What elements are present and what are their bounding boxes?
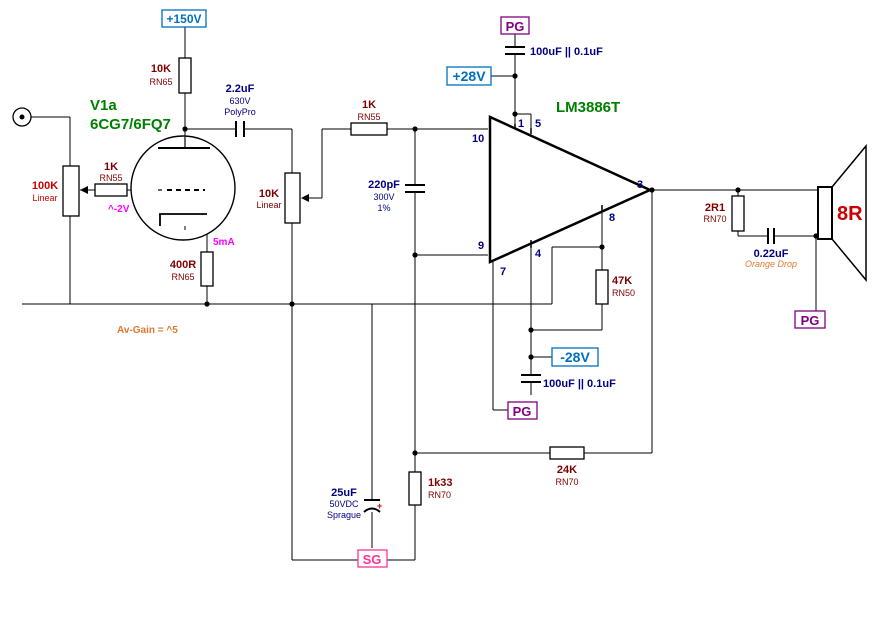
ground-resistor	[408, 471, 422, 506]
ic-name: LM3886T	[556, 99, 620, 116]
junction	[412, 126, 418, 132]
mute-resistor-type: RN50	[612, 288, 635, 298]
sg-label: SG	[363, 552, 382, 567]
ground-cap-type: Sprague	[327, 510, 361, 520]
rail-plus28-box	[446, 66, 492, 86]
coupling-cap-type: PolyPro	[224, 107, 256, 117]
input-cap-value: 220pF	[368, 179, 400, 191]
input-cap-tolerance: 1%	[377, 203, 390, 213]
pin-9: 9	[478, 240, 484, 252]
pg-label-top: PG	[506, 19, 525, 34]
input-resistor	[350, 122, 388, 136]
pin-4: 4	[535, 248, 542, 260]
grid-voltage: ^-2V	[108, 204, 130, 215]
junction	[182, 126, 188, 132]
ground-cap-rating: 50VDC	[329, 499, 359, 509]
input-pot-taper: Linear	[32, 193, 57, 203]
tube-type: 6CG7/6FQ7	[90, 116, 171, 133]
junction	[528, 327, 534, 333]
plate-resistor-value: 10K	[151, 63, 171, 75]
grid-resistor-value: 1K	[104, 161, 118, 173]
junction	[512, 73, 518, 79]
coupling-cap-rating: 630V	[229, 96, 250, 106]
supply-cap-bottom-value: 100uF || 0.1uF	[543, 378, 616, 390]
pg-box-top	[500, 16, 530, 35]
junction	[599, 244, 605, 250]
zobel-cap-value: 0.22uF	[754, 248, 789, 260]
cathode-current: 5mA	[213, 237, 235, 248]
speaker-label: 8R	[837, 203, 863, 225]
lm3886-amplifier-icon	[488, 115, 654, 264]
ground-electrolytic-capacitor	[363, 499, 381, 513]
rail-plus150-label: +150V	[166, 12, 201, 26]
pin-1: 1	[518, 118, 524, 130]
feedback-resistor-value: 24K	[557, 464, 577, 476]
input-pot	[62, 165, 88, 217]
feedback-resistor-type: RN70	[555, 477, 578, 487]
volume-pot	[284, 172, 309, 224]
plate-resistor	[178, 57, 192, 94]
pin-5: 5	[535, 118, 541, 130]
coupling-cap-value: 2.2uF	[226, 83, 255, 95]
pg-box-bottom	[507, 401, 538, 420]
plate-resistor-type: RN65	[149, 77, 172, 87]
mute-resistor-value: 47K	[612, 275, 632, 287]
pin-3: 3	[637, 179, 643, 191]
input-filter-capacitor	[405, 184, 425, 193]
pg-box-speaker	[794, 310, 826, 329]
supply-capacitor-top	[505, 46, 525, 55]
input-pot-value: 100K	[32, 180, 58, 192]
input-cap-rating: 300V	[373, 192, 394, 202]
ground-cap-value: 25uF	[331, 487, 357, 499]
pin-7: 7	[500, 266, 506, 278]
mute-resistor	[595, 269, 609, 305]
sg-box	[357, 549, 388, 568]
cathode-resistor	[200, 251, 214, 287]
cathode-resistor-value: 400R	[170, 259, 196, 271]
junction	[289, 301, 295, 307]
gain-note: Av-Gain = ^5	[117, 325, 178, 336]
rail-plus28-label: +28V	[452, 68, 486, 84]
grid-resistor-type: RN55	[99, 173, 122, 183]
vacuum-tube-icon	[130, 135, 236, 241]
zobel-resistor-value: 2R1	[705, 202, 725, 214]
volume-pot-value: 10K	[259, 188, 279, 200]
rail-plus150-box	[161, 9, 207, 28]
junction	[204, 301, 210, 307]
rail-minus28-label: -28V	[560, 349, 590, 365]
feedback-resistor	[549, 446, 585, 460]
volume-pot-taper: Linear	[256, 200, 281, 210]
tube-name: V1a	[90, 97, 117, 114]
junction	[735, 187, 741, 193]
zobel-resistor-type: RN70	[703, 214, 726, 224]
ground-cap-polarity-icon: +	[377, 501, 382, 511]
input-resistor-value: 1K	[362, 99, 376, 111]
ground-resistor-type: RN70	[428, 490, 451, 500]
grid-resistor	[94, 183, 128, 197]
junction	[512, 111, 518, 117]
input-jack-icon	[12, 107, 32, 127]
speaker-icon	[817, 143, 867, 283]
junction	[528, 354, 534, 360]
supply-cap-top-value: 100uF || 0.1uF	[530, 46, 603, 58]
zobel-resistor	[731, 195, 745, 232]
cathode-resistor-type: RN65	[171, 272, 194, 282]
junction	[412, 252, 418, 258]
zobel-capacitor	[767, 228, 775, 244]
pin-8: 8	[609, 212, 615, 224]
zobel-cap-type: Orange Drop	[745, 259, 797, 269]
coupling-capacitor	[235, 121, 245, 137]
input-resistor-type: RN55	[357, 112, 380, 122]
junction	[412, 450, 418, 456]
rail-minus28-box	[551, 347, 599, 367]
supply-capacitor-bottom	[521, 374, 541, 395]
wiring	[22, 27, 831, 561]
pin-10: 10	[472, 133, 484, 145]
pg-label-bottom: PG	[513, 404, 532, 419]
ground-resistor-value: 1k33	[428, 477, 452, 489]
pg-label-speaker: PG	[801, 313, 820, 328]
